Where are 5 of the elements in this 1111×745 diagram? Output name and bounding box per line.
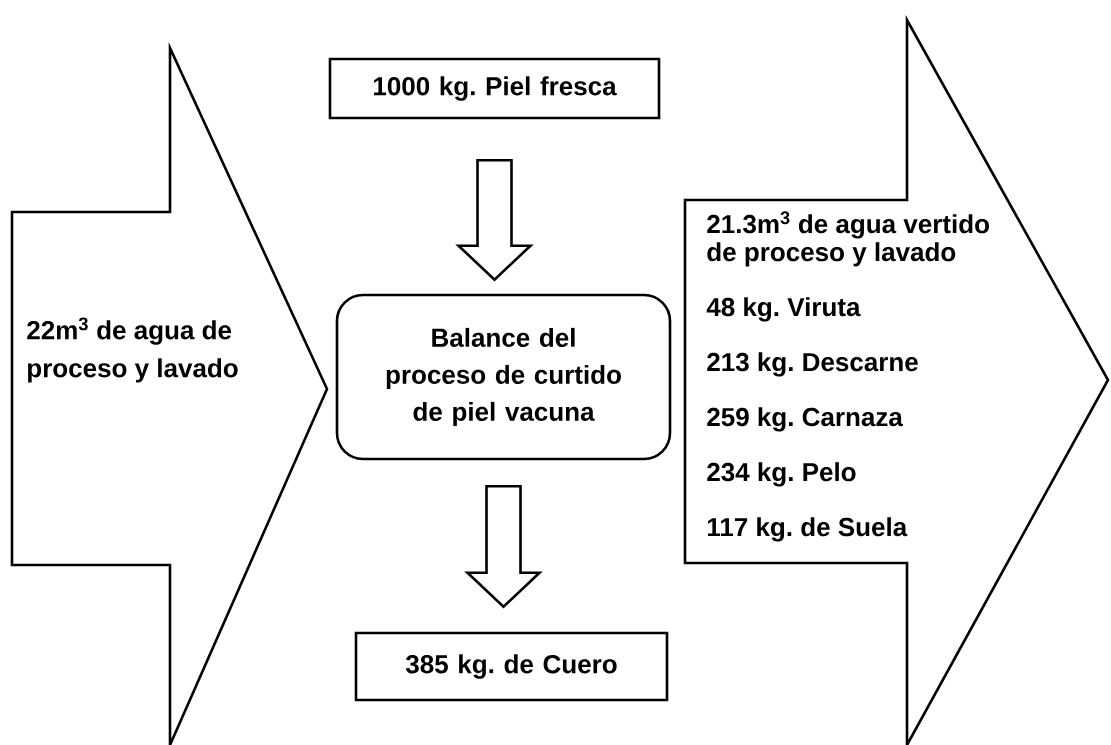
process-box: 385 kg. de Cuero bbox=[354, 631, 669, 702]
block-arrow bbox=[464, 485, 543, 609]
process-box: 1000 kg. Piel fresca bbox=[328, 57, 661, 120]
block-arrow bbox=[455, 159, 534, 282]
process-box: Balance del proceso de curtido de piel vacuna bbox=[335, 293, 672, 461]
